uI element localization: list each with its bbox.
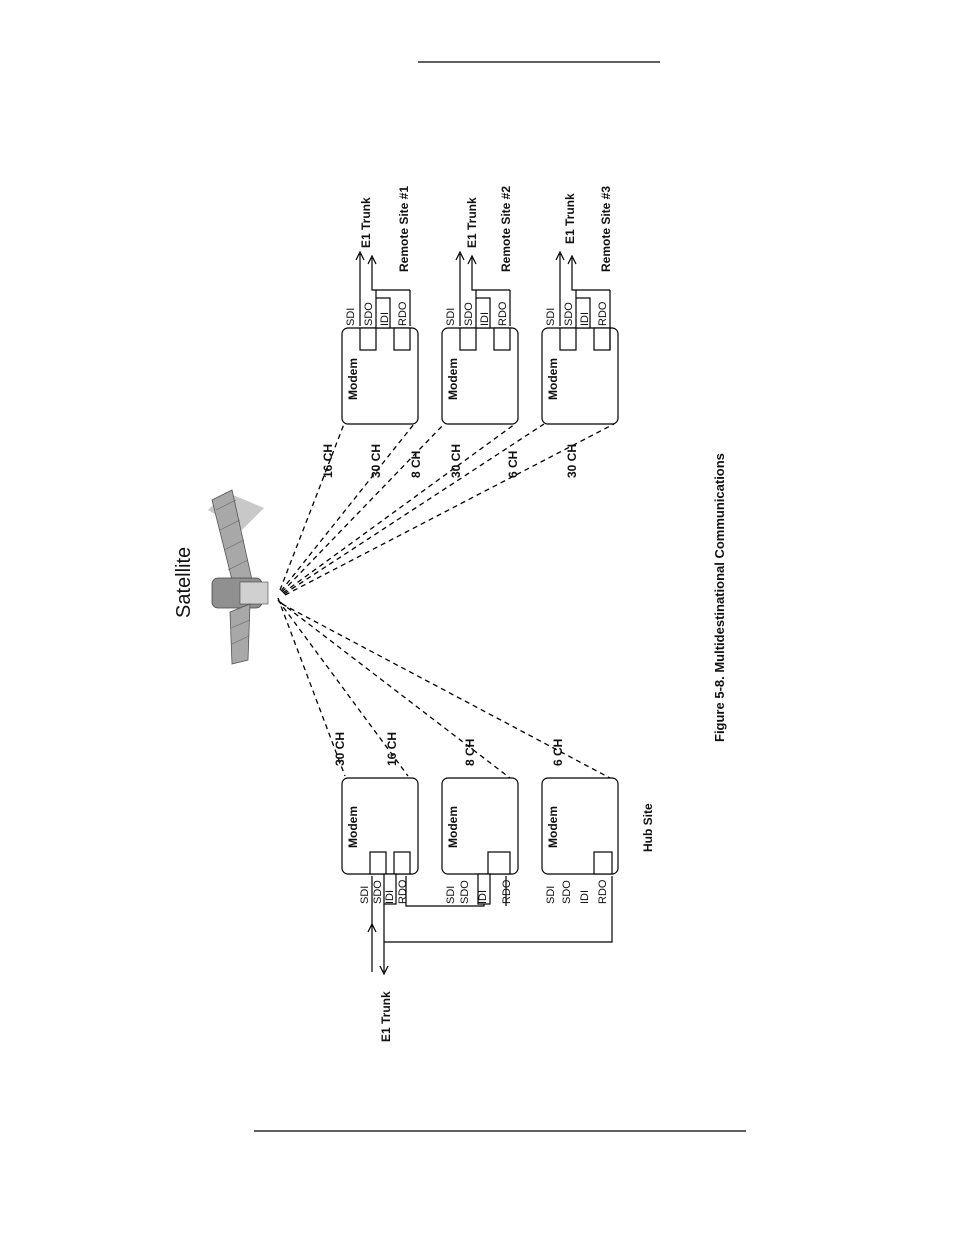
link-r3-rx — [284, 423, 615, 596]
remote-1-trunk-label: E1 Trunk — [359, 197, 373, 248]
remote-3-modem-label: Modem — [546, 358, 560, 400]
svg-text:RDO: RDO — [497, 301, 509, 326]
svg-text:SDO: SDO — [363, 302, 375, 326]
remote-2-modem-label: Modem — [446, 358, 460, 400]
svg-text:SDI: SDI — [445, 886, 457, 904]
remote-2-wiring — [455, 250, 511, 329]
satellite-label: Satellite — [173, 547, 195, 618]
hub-modem-1 — [341, 777, 419, 875]
svg-text:RDO: RDO — [597, 879, 609, 904]
hub-modem-3-label: Modem — [546, 806, 560, 848]
link-r1-rx — [279, 423, 345, 591]
svg-text:IDI: IDI — [477, 890, 489, 904]
remote-3-wiring — [555, 250, 611, 350]
link-label-r2-rx: 30 CH — [449, 444, 463, 478]
hub-modem-2-ports: SDI SDO IDI RDO — [445, 879, 513, 904]
svg-text:IDI: IDI — [384, 890, 396, 904]
svg-text:IDI: IDI — [579, 312, 591, 326]
svg-text:RDO: RDO — [597, 301, 609, 326]
satellite-links — [277, 423, 615, 779]
remote-2-ports: SDI SDO IDI RDO — [445, 301, 509, 326]
remote-1-site-label: Remote Site #1 — [397, 186, 411, 272]
svg-text:SDI: SDI — [345, 308, 357, 326]
link-label-r1-rx: 16 CH — [321, 444, 335, 478]
figure-caption: Figure 5-8. Multidestinational Communica… — [712, 453, 727, 742]
remote-1-modem — [341, 327, 419, 425]
remote-2-site-label: Remote Site #2 — [499, 186, 513, 272]
satellite-icon — [208, 489, 269, 665]
hub-modem-1-label: Modem — [346, 806, 360, 848]
link-label-r3-rx: 30 CH — [565, 444, 579, 478]
remote-3-trunk-label: E1 Trunk — [563, 193, 577, 244]
link-label-r3-tx: 6 CH — [506, 451, 520, 478]
hub-modem-2-label: Modem — [446, 806, 460, 848]
link-label-hub-2-rx: 8 CH — [463, 739, 477, 766]
link-r2-tx — [281, 423, 445, 593]
remote-2-trunk-label: E1 Trunk — [465, 197, 479, 248]
svg-text:SDI: SDI — [545, 886, 557, 904]
svg-text:RDO: RDO — [397, 301, 409, 326]
svg-text:IDI: IDI — [379, 312, 391, 326]
hub-modem-3 — [541, 777, 619, 875]
hub-trunk-label: E1 Trunk — [379, 991, 393, 1042]
remote-1-wiring — [355, 250, 411, 329]
hub-site-label: Hub Site — [641, 803, 655, 852]
link-label-r2-tx: 8 CH — [409, 451, 423, 478]
remote-3-site-label: Remote Site #3 — [599, 186, 613, 272]
svg-text:IDI: IDI — [479, 312, 491, 326]
svg-text:RDO: RDO — [501, 879, 513, 904]
remote-2-modem — [441, 327, 519, 425]
svg-text:SDO: SDO — [561, 880, 573, 904]
hub-modem-1-ports: SDI SDO IDI RDO — [359, 879, 409, 904]
link-label-r1-tx: 30 CH — [369, 444, 383, 478]
remote-1-ports: SDI SDO IDI RDO — [345, 301, 409, 326]
link-label-hub-1-tx: 30 CH — [333, 732, 347, 766]
hub-modem-3-ports: SDI SDO IDI RDO — [545, 879, 609, 904]
svg-text:SDO: SDO — [563, 302, 575, 326]
link-label-hub-3-rx: 6 CH — [551, 739, 565, 766]
svg-text:SDI: SDI — [445, 308, 457, 326]
link-r3-tx — [283, 423, 545, 595]
link-r2-rx — [282, 423, 516, 594]
remote-1-modem-label: Modem — [346, 358, 360, 400]
link-hub-1-rx — [277, 599, 409, 777]
link-label-hub-1-rx: 16 CH — [385, 732, 399, 766]
svg-text:SDO: SDO — [459, 880, 471, 904]
hub-wiring — [367, 873, 613, 976]
svg-text:IDI: IDI — [579, 890, 591, 904]
link-hub-3-rx — [281, 603, 611, 779]
remote-3-ports: SDI SDO IDI RDO — [545, 301, 609, 326]
svg-text:RDO: RDO — [397, 879, 409, 904]
link-hub-1-tx — [277, 597, 346, 777]
link-r1-tx — [280, 423, 415, 592]
svg-text:SDO: SDO — [463, 302, 475, 326]
svg-text:SDI: SDI — [545, 308, 557, 326]
svg-text:SDO: SDO — [372, 880, 384, 904]
link-hub-2-rx — [279, 601, 511, 779]
svg-text:SDI: SDI — [359, 886, 371, 904]
